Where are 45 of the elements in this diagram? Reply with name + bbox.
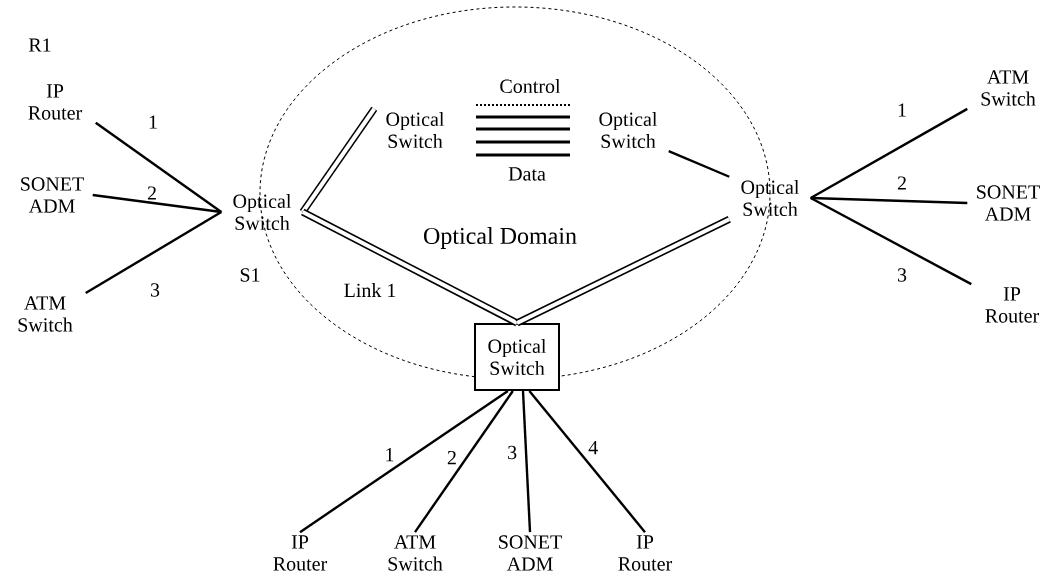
device-label: Optical Switch xyxy=(599,111,658,148)
control-legend: Control xyxy=(475,78,571,106)
node-tag: S1 xyxy=(240,268,260,282)
connector-line xyxy=(528,390,646,533)
domain-label: Optical Domain xyxy=(424,227,577,249)
device-label: SONET ADM xyxy=(977,185,1040,221)
edge-label: 3 xyxy=(149,282,161,298)
device-label: IP Router xyxy=(28,84,83,120)
edge-label: 4 xyxy=(587,440,600,456)
connector-line xyxy=(414,390,514,533)
edge-label: 2 xyxy=(445,449,458,466)
device-label: Optical Switch xyxy=(741,179,800,216)
device-label: IP Router xyxy=(273,535,328,571)
edge-label: 2 xyxy=(146,185,158,201)
edge-label: 1 xyxy=(383,447,396,463)
connector-line xyxy=(299,390,509,534)
connector-line xyxy=(810,196,968,205)
connector-line xyxy=(85,210,222,295)
device-label: SONET ADM xyxy=(499,535,562,571)
device-label: ATM Switch xyxy=(388,535,443,571)
device-label: IP Router xyxy=(618,535,673,571)
connector-line xyxy=(521,390,532,533)
connector-line xyxy=(299,106,378,215)
connector-line xyxy=(668,150,730,178)
connector-line xyxy=(515,216,731,327)
edge-label: 2 xyxy=(896,175,908,191)
node-tag: R1 xyxy=(28,38,51,52)
device-label: Optical Switch xyxy=(386,111,445,148)
connector-line xyxy=(810,196,972,286)
connector-line xyxy=(301,208,519,327)
device-label: ATM Switch xyxy=(18,296,73,332)
data-legend: Data xyxy=(476,115,570,181)
device-label: SONET ADM xyxy=(21,177,84,213)
edge-label: 1 xyxy=(147,114,159,130)
device-label: Optical Switch xyxy=(233,193,292,230)
connector-line xyxy=(95,121,222,213)
edge-label: 3 xyxy=(506,444,519,461)
device-label: ATM Switch xyxy=(981,70,1036,106)
connector-line xyxy=(92,193,222,214)
switch-box: Optical Switch xyxy=(474,323,560,391)
edge-label: 3 xyxy=(896,267,908,283)
device-label: IP Router xyxy=(985,287,1040,323)
edge-label: 1 xyxy=(896,102,908,118)
connector-line xyxy=(810,107,968,200)
edge-label: Link 1 xyxy=(342,282,398,298)
